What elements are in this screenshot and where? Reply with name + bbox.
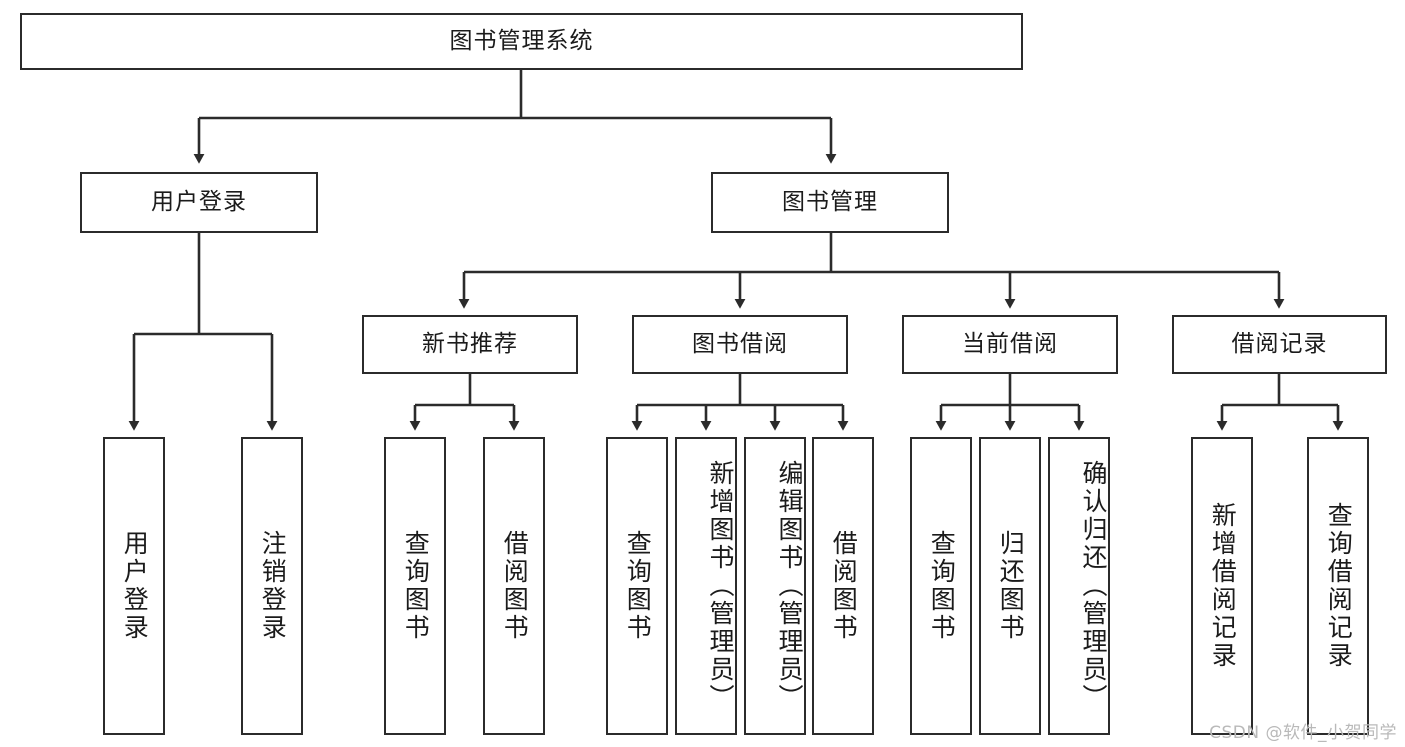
- node-borrow-record[interactable]: 借阅记录: [1172, 315, 1387, 374]
- leaf-logout[interactable]: 注销登录: [241, 437, 303, 735]
- node-new-book-recommend[interactable]: 新书推荐: [362, 315, 578, 374]
- node-label: 借阅记录: [1231, 330, 1328, 357]
- leaf-add-borrow-record[interactable]: 新增借阅记录: [1191, 437, 1253, 735]
- node-label: 用户登录: [120, 530, 150, 642]
- node-label: 图书管理: [782, 188, 878, 215]
- leaf-borrow-book-recommend[interactable]: 借阅图书: [483, 437, 545, 735]
- node-label: 新增图书（管理员）: [706, 460, 735, 712]
- node-label: 确认归还（管理员）: [1079, 460, 1108, 712]
- leaf-add-book-admin[interactable]: 新增图书（管理员）: [675, 437, 737, 735]
- node-book-borrow[interactable]: 图书借阅: [632, 315, 848, 374]
- node-label: 新书推荐: [422, 330, 518, 357]
- node-label: 查询图书: [927, 530, 957, 642]
- node-label: 编辑图书（管理员）: [775, 460, 804, 712]
- leaf-edit-book-admin[interactable]: 编辑图书（管理员）: [744, 437, 806, 735]
- leaf-query-book-borrow[interactable]: 查询图书: [606, 437, 668, 735]
- leaf-borrow-book[interactable]: 借阅图书: [812, 437, 874, 735]
- node-label: 查询图书: [401, 530, 431, 642]
- leaf-user-login[interactable]: 用户登录: [103, 437, 165, 735]
- node-user-login[interactable]: 用户登录: [80, 172, 318, 233]
- node-label: 查询借阅记录: [1324, 502, 1354, 670]
- node-label: 图书借阅: [692, 330, 788, 357]
- node-label: 借阅图书: [829, 530, 859, 642]
- node-label: 图书管理系统: [449, 27, 594, 54]
- watermark: CSDN @软件_小贺同学: [1209, 723, 1397, 743]
- node-label: 借阅图书: [500, 530, 530, 642]
- leaf-query-book-current[interactable]: 查询图书: [910, 437, 972, 735]
- node-label: 用户登录: [151, 188, 247, 215]
- node-label: 当前借阅: [962, 330, 1058, 357]
- leaf-query-book-recommend[interactable]: 查询图书: [384, 437, 446, 735]
- node-label: 查询图书: [623, 530, 653, 642]
- node-label: 归还图书: [996, 530, 1026, 642]
- node-book-management[interactable]: 图书管理: [711, 172, 949, 233]
- node-root-system[interactable]: 图书管理系统: [20, 13, 1023, 70]
- node-label: 注销登录: [258, 530, 288, 642]
- leaf-query-borrow-record[interactable]: 查询借阅记录: [1307, 437, 1369, 735]
- leaf-return-book[interactable]: 归还图书: [979, 437, 1041, 735]
- leaf-confirm-return-admin[interactable]: 确认归还（管理员）: [1048, 437, 1110, 735]
- node-current-borrow[interactable]: 当前借阅: [902, 315, 1118, 374]
- node-label: 新增借阅记录: [1208, 502, 1238, 670]
